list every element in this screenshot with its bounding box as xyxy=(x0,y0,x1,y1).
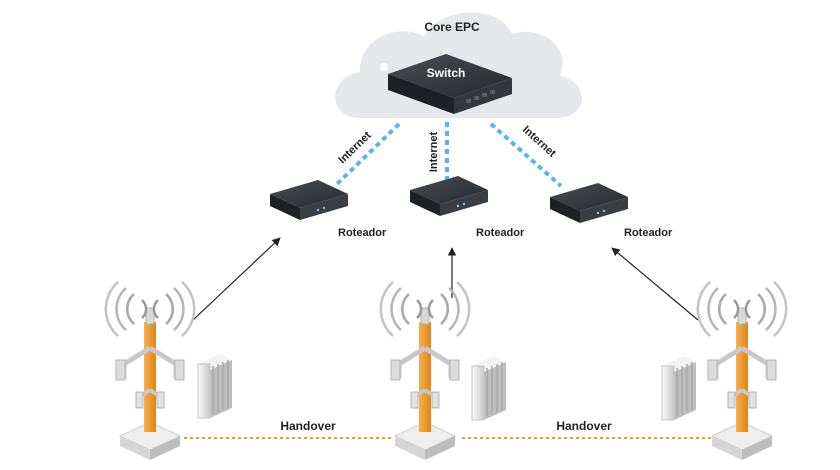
cell-tower-center xyxy=(381,282,469,460)
radio-unit-center xyxy=(471,355,507,421)
router-center-label: Roteador xyxy=(476,227,525,239)
handover-label-right: Handover xyxy=(556,419,612,433)
arrow-right xyxy=(611,247,699,321)
switch-device: Switch xyxy=(380,54,512,114)
switch-label: Switch xyxy=(427,66,466,80)
handover-links: Handover Handover xyxy=(184,419,712,439)
router-left: Roteador xyxy=(270,180,387,239)
core-epc-label: Core EPC xyxy=(424,20,480,34)
router-right-label: Roteador xyxy=(624,227,673,239)
uplink-arrows xyxy=(192,237,699,321)
handover-label-left: Handover xyxy=(280,419,336,433)
radio-unit-right xyxy=(661,355,697,421)
internet-label-center: Internet xyxy=(428,131,440,172)
internet-links: Internet Internet Internet xyxy=(333,122,563,188)
cell-tower-right xyxy=(698,282,786,460)
router-left-label: Roteador xyxy=(338,227,387,239)
internet-label-left: Internet xyxy=(336,129,374,166)
cell-tower-left xyxy=(106,282,194,460)
radio-unit-left xyxy=(197,353,233,419)
arrow-left xyxy=(192,237,281,321)
internet-link-left xyxy=(333,122,401,188)
router-center: Roteador xyxy=(410,176,525,239)
router-right: Roteador xyxy=(550,183,673,239)
internet-link-right xyxy=(489,122,563,188)
